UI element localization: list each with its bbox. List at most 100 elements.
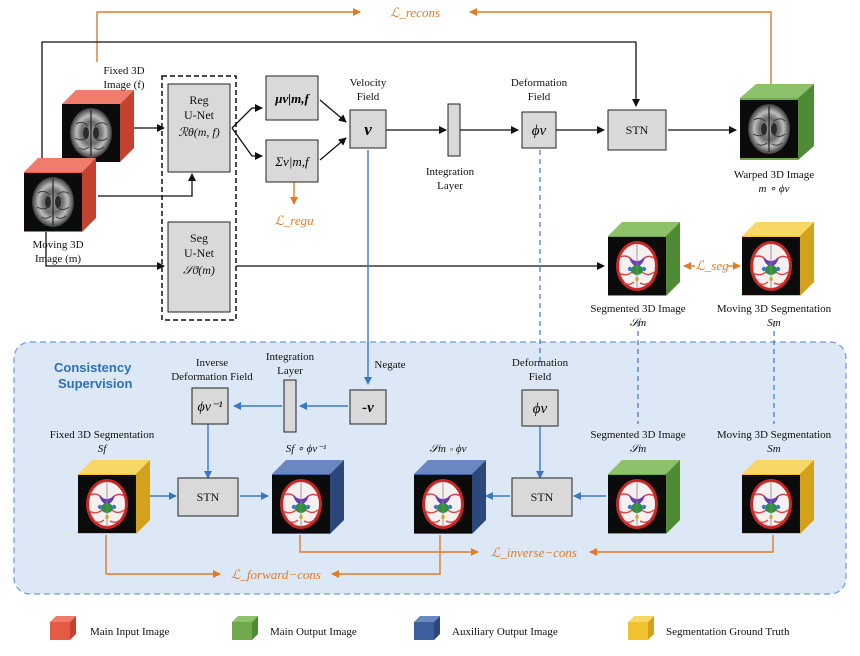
velocity-label-line2: Field bbox=[357, 91, 380, 103]
seg-unet-line3: 𝒮ϑ(m) bbox=[183, 263, 215, 277]
moving-seg-label-top-line2: Sm bbox=[767, 317, 781, 329]
panel-deformation-line2: Field bbox=[529, 371, 552, 383]
arrow-reg-to-mu bbox=[231, 104, 263, 129]
arrow-reg-to-sigma bbox=[231, 127, 263, 160]
arrow-mu-to-v bbox=[319, 99, 347, 123]
deformation-label-line1: Deformation bbox=[511, 77, 568, 89]
mu-label: μv|m,f bbox=[274, 91, 310, 106]
recons-loss-label: ℒ_recons bbox=[390, 5, 440, 20]
forward-cons-line-right bbox=[331, 535, 441, 578]
warped-label-line1: Warped 3D Image bbox=[734, 169, 814, 181]
forward-cons-line-left bbox=[105, 535, 221, 578]
panel-deformation-box bbox=[521, 389, 559, 427]
fixed-seg-label-line2: Sf bbox=[98, 443, 109, 455]
legend-item-main-output: Main Output Image bbox=[232, 616, 357, 640]
panel-deformation-symbol: ϕv bbox=[533, 401, 548, 417]
segmented-label-top-line2: 𝒮m bbox=[630, 317, 647, 329]
velocity-symbol: v bbox=[364, 120, 372, 139]
inverse-def-symbol: ϕv⁻¹ bbox=[197, 400, 222, 415]
forward-cons-label: ℒ_forward−cons bbox=[231, 567, 321, 582]
fixed-seg-cube bbox=[77, 460, 150, 534]
legend-swatch-main-output bbox=[232, 622, 252, 640]
segmented-label-panel-line2: 𝒮m bbox=[630, 443, 647, 455]
arrow-sigma-to-v bbox=[319, 137, 347, 161]
reg-unet-line3: ℛθ(m, f) bbox=[178, 125, 219, 139]
reg-unet-box bbox=[167, 83, 231, 173]
moving-seg-label-panel-line1: Moving 3D Segmentation bbox=[717, 429, 832, 441]
stn-box-right bbox=[511, 477, 573, 517]
seg-unet-line1: Seg bbox=[190, 231, 208, 245]
panel-integration-line2: Layer bbox=[277, 365, 303, 377]
integration-bar bbox=[447, 103, 461, 157]
moving-seg-label-panel-line2: Sm bbox=[767, 443, 781, 455]
fixed-image-cube bbox=[61, 90, 134, 163]
recons-loss-line bbox=[96, 8, 361, 62]
seg-loss-label: ℒ_seg bbox=[695, 258, 729, 273]
moving-seg-cube-top bbox=[741, 222, 814, 296]
fixed-image-label-line2: Image (f) bbox=[103, 79, 145, 91]
inverse-def-line1: Inverse bbox=[196, 357, 228, 369]
legend-swatch-main-input bbox=[50, 622, 70, 640]
velocity-label-line1: Velocity bbox=[350, 77, 387, 89]
sigma-box bbox=[265, 139, 319, 183]
arrow-moving-to-reg bbox=[98, 173, 196, 197]
moving-seg-label-top-line1: Moving 3D Segmentation bbox=[717, 303, 832, 315]
fixed-image-label-line1: Fixed 3D bbox=[103, 65, 144, 77]
inverse-def-box bbox=[191, 387, 229, 425]
segmented-label-panel-line1: Segmented 3D Image bbox=[590, 429, 685, 441]
panel-title-line2: Supervision bbox=[58, 376, 132, 391]
velocity-box bbox=[349, 109, 387, 149]
legend-label-auxiliary-output: Auxiliary Output Image bbox=[452, 626, 558, 638]
seg-unet-line2: U-Net bbox=[184, 246, 215, 260]
arrow-fixed-top-to-stn bbox=[41, 41, 640, 165]
legend-label-ground-truth: Segmentation Ground Truth bbox=[666, 626, 790, 638]
legend-item-main-input: Main Input Image bbox=[50, 616, 170, 640]
panel-deformation-line1: Deformation bbox=[512, 357, 569, 369]
stn-label-left: STN bbox=[197, 490, 220, 504]
inverse-cons-label: ℒ_inverse−cons bbox=[491, 545, 577, 560]
seg-unet-box bbox=[167, 221, 231, 313]
deformation-box bbox=[521, 111, 557, 149]
negate-label: Negate bbox=[374, 359, 405, 371]
legend-swatch-auxiliary-output bbox=[414, 622, 434, 640]
negate-symbol: -v bbox=[362, 400, 374, 416]
inverse-cons-line-left bbox=[299, 535, 479, 556]
moving-image-label-line2: Image (m) bbox=[35, 253, 81, 265]
unet-group-dashed bbox=[161, 75, 237, 321]
legend-label-main-output: Main Output Image bbox=[270, 626, 357, 638]
sigma-label: Σv|m,f bbox=[274, 154, 311, 169]
sf-inv-cube bbox=[271, 460, 344, 534]
segmented-image-cube-panel bbox=[607, 460, 680, 534]
warped-label-line2: m ∘ ϕv bbox=[759, 183, 790, 195]
regu-loss-label: ℒ_regu bbox=[274, 213, 314, 228]
inverse-def-line2: Deformation Field bbox=[171, 371, 253, 383]
sf-inv-label: Sf ∘ ϕv⁻¹ bbox=[286, 443, 327, 455]
stn-box-top bbox=[607, 109, 667, 151]
sm-phi-label: 𝒮m ∘ ϕv bbox=[430, 443, 467, 455]
mu-box bbox=[265, 75, 319, 121]
legend-label-main-input: Main Input Image bbox=[90, 626, 170, 638]
legend-swatch-ground-truth bbox=[628, 622, 648, 640]
panel-integration-bar bbox=[283, 379, 297, 433]
recons-loss-line-right bbox=[469, 8, 772, 84]
segmented-label-top-line1: Segmented 3D Image bbox=[590, 303, 685, 315]
reg-unet-line2: U-Net bbox=[184, 108, 215, 122]
stn-box-left bbox=[177, 477, 239, 517]
segmented-image-cube-top bbox=[607, 222, 680, 296]
negate-box bbox=[349, 389, 387, 425]
integration-label-line2: Layer bbox=[437, 180, 463, 192]
stn-label-right: STN bbox=[531, 490, 554, 504]
reg-unet-line1: Reg bbox=[189, 93, 208, 107]
legend-item-ground-truth: Segmentation Ground Truth bbox=[628, 616, 790, 640]
legend-item-auxiliary-output: Auxiliary Output Image bbox=[414, 616, 558, 640]
deformation-symbol: ϕv bbox=[532, 123, 547, 139]
panel-integration-line1: Integration bbox=[266, 351, 315, 363]
fixed-seg-label-line1: Fixed 3D Segmentation bbox=[50, 429, 155, 441]
moving-image-label-line1: Moving 3D bbox=[32, 239, 83, 251]
moving-image-cube bbox=[23, 158, 96, 232]
arrow-moving-to-seg bbox=[45, 232, 165, 270]
sm-phi-cube bbox=[413, 460, 486, 534]
panel-title-line1: Consistency bbox=[54, 360, 132, 375]
warped-image-cube bbox=[739, 84, 814, 160]
